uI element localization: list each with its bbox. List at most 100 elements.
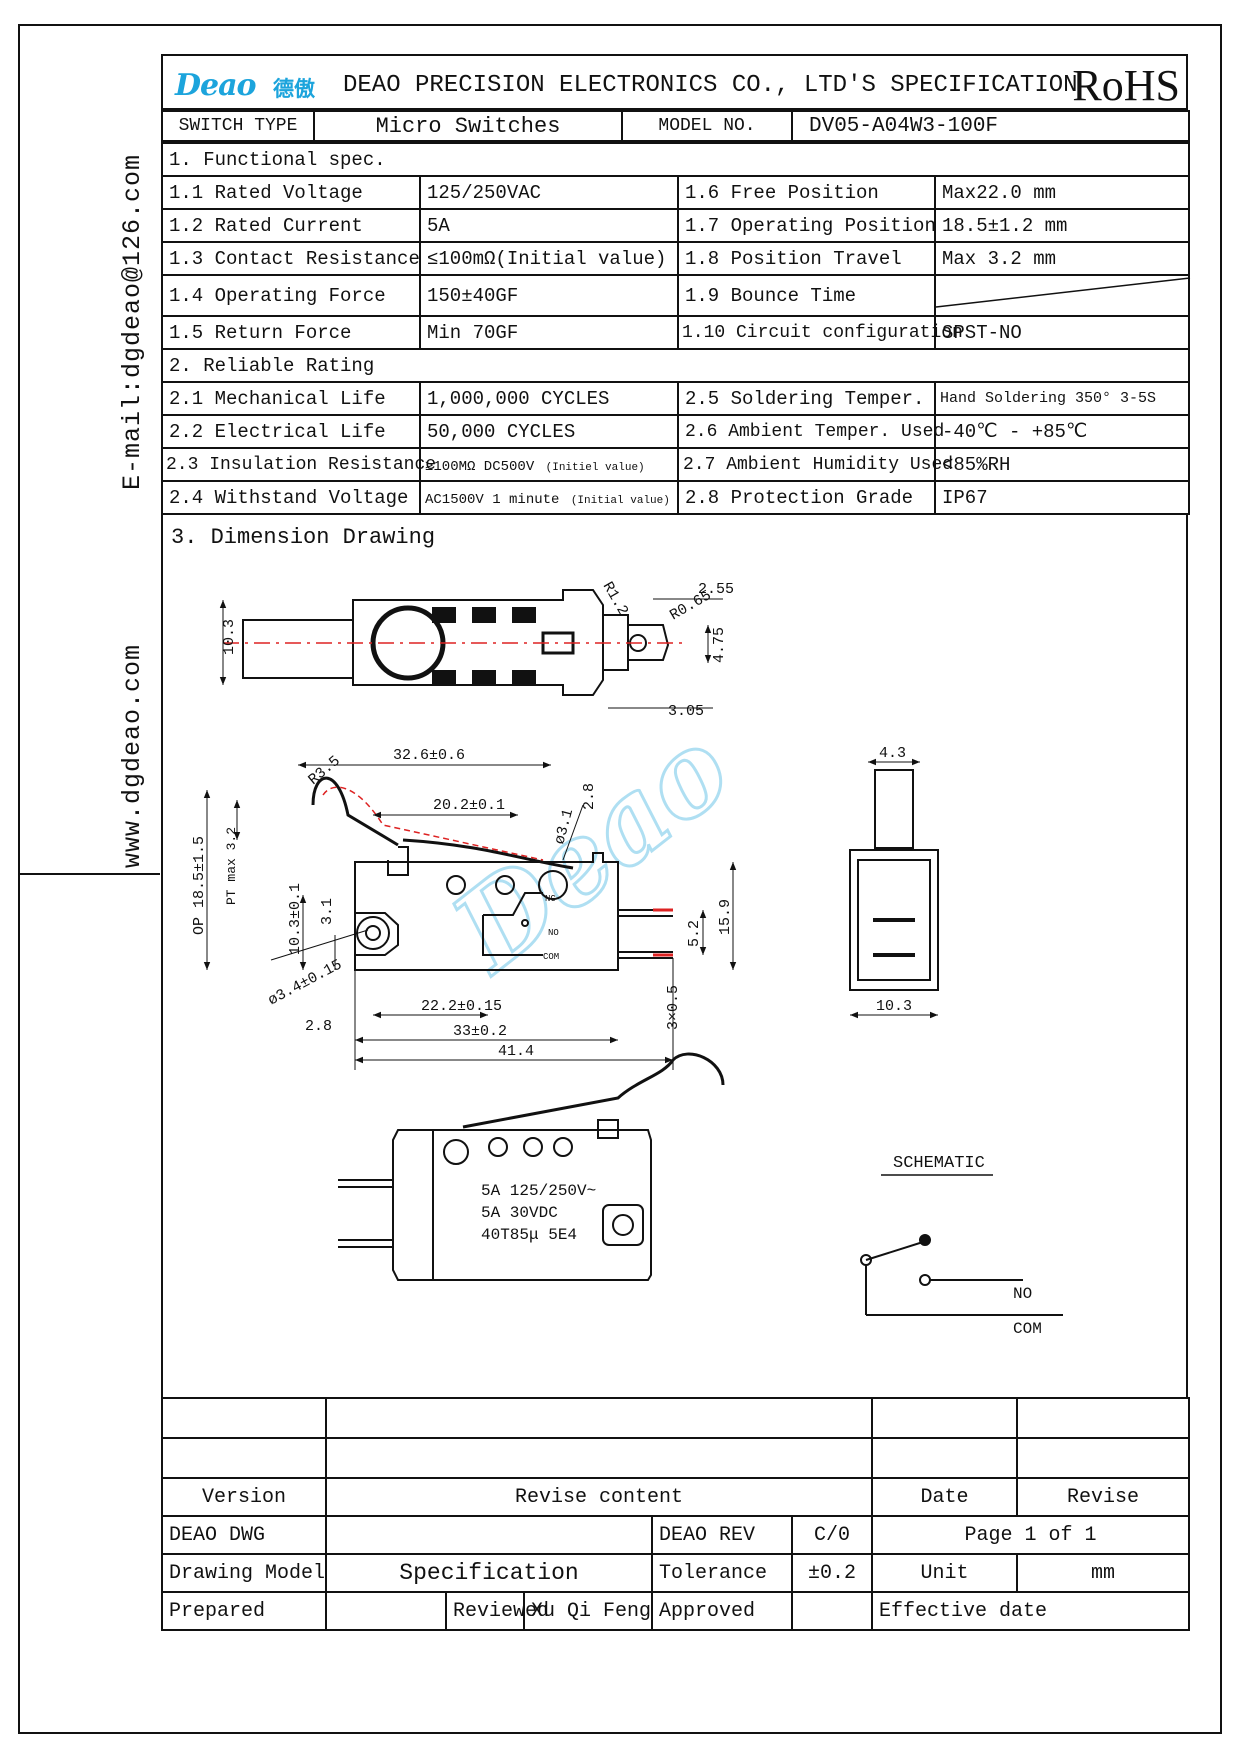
drawing-title: 3. Dimension Drawing bbox=[171, 525, 436, 550]
marking-line-1: 5A 125/250V~ bbox=[481, 1182, 596, 1200]
dim-op: OP 18.5±1.5 bbox=[191, 836, 208, 935]
reviewer-name: Xu Qi Feng bbox=[523, 1591, 653, 1631]
dim-top-width: 10.3 bbox=[221, 619, 238, 655]
sheet-header: Deao 德傲 DEAO PRECISION ELECTRONICS CO., … bbox=[161, 54, 1188, 110]
approved-label: Approved bbox=[651, 1591, 793, 1631]
schematic-symbol bbox=[860, 1234, 1063, 1316]
date-header: Date bbox=[871, 1477, 1019, 1517]
table-row: 1.3 Contact Resistance ≤100mΩ(Initial va… bbox=[161, 241, 1191, 276]
reviewed-label: Reviewed bbox=[445, 1591, 549, 1631]
top-view-outline bbox=[223, 589, 683, 696]
dim-103b: 10.3±0.1 bbox=[287, 883, 304, 955]
spec-label: 1.7 Operating Position bbox=[677, 208, 936, 243]
side-email: E-mail:dgdeao@126.com bbox=[118, 153, 147, 490]
dim-pt: PT max 3.2 bbox=[224, 827, 239, 905]
prepared-label: Prepared bbox=[161, 1591, 327, 1631]
spec-label: 2.8 Protection Grade bbox=[677, 480, 936, 515]
spec-label: 2.5 Soldering Temper. bbox=[677, 381, 936, 416]
top-dim-lines bbox=[219, 598, 723, 709]
spec-value: AC1500V 1 minute (Initial value) bbox=[419, 480, 679, 515]
schematic-no: NO bbox=[1013, 1285, 1032, 1303]
revision-table: Version Revise content Date Revise DEAO … bbox=[161, 1397, 1191, 1631]
unit-label: Unit bbox=[871, 1553, 1019, 1593]
spec-value: Max 3.2 mm bbox=[933, 241, 1191, 276]
spec-label: 1.2 Rated Current bbox=[161, 208, 421, 243]
terminal-com-label: COM bbox=[543, 952, 559, 962]
spec-value: ≤100mΩ(Initial value) bbox=[419, 241, 679, 276]
revise-header: Revise bbox=[1016, 1477, 1191, 1517]
spec-sheet: Deao 德傲 DEAO PRECISION ELECTRONICS CO., … bbox=[160, 54, 1191, 1631]
spec-label: 2.7 Ambient Humidity Used bbox=[677, 447, 953, 482]
side-view-outline bbox=[311, 776, 673, 971]
schematic-com: COM bbox=[1013, 1320, 1042, 1338]
terminal-nc-label: NC bbox=[545, 894, 556, 904]
spec-value: <85%RH bbox=[933, 447, 1191, 482]
switch-type-label: SWITCH TYPE bbox=[161, 110, 315, 142]
dim-28a: 2.8 bbox=[581, 783, 598, 810]
dim-top-r065: R0.65 bbox=[667, 587, 714, 624]
rev-value: C/0 bbox=[790, 1515, 874, 1555]
side-dim-lines bbox=[203, 761, 737, 1070]
table-row: 1.2 Rated Current 5A 1.7 Operating Posit… bbox=[161, 208, 1191, 243]
bounce-time-empty bbox=[933, 274, 1191, 317]
iso-view-outline bbox=[338, 1052, 725, 1281]
rev-label: DEAO REV bbox=[651, 1515, 793, 1555]
model-value: DV05-A04W3-100F bbox=[791, 110, 1190, 142]
dim-326: 32.6±0.6 bbox=[393, 747, 465, 764]
dim-103c: 10.3 bbox=[876, 998, 912, 1015]
dim-top-305: 3.05 bbox=[668, 703, 704, 720]
drawing-canvas: Deao 10.3 2.55 R1.2 R bbox=[191, 579, 1063, 1338]
dim-top-255: 2.55 bbox=[698, 581, 734, 598]
insulation-value: ≥100MΩ DC500V bbox=[425, 458, 535, 475]
tolerance-label: Tolerance bbox=[651, 1553, 793, 1593]
rohs-mark: RoHS bbox=[1072, 61, 1180, 110]
page-frame bbox=[18, 24, 1222, 1734]
info-table: SWITCH TYPE Micro Switches MODEL NO. DV0… bbox=[161, 110, 1190, 142]
spec-label: 1.6 Free Position bbox=[677, 175, 936, 210]
dim-top-475: 4.75 bbox=[711, 627, 728, 663]
spec-value: 50,000 CYCLES bbox=[419, 414, 679, 449]
deao-logo-cn: 德傲 bbox=[273, 77, 315, 101]
dwg-label: DEAO DWG bbox=[161, 1515, 327, 1555]
spec-label: 1.8 Position Travel bbox=[677, 241, 936, 276]
dim-202: 20.2±0.1 bbox=[433, 797, 505, 814]
dimension-drawing: 3. Dimension Drawing Deao bbox=[161, 515, 1188, 1397]
terminal-no-label: NO bbox=[548, 928, 559, 938]
spec-label: 1.5 Return Force bbox=[161, 315, 421, 350]
table-row: 1.5 Return Force Min 70GF 1.10 Circuit c… bbox=[161, 315, 1191, 350]
spec-value: 5A bbox=[419, 208, 679, 243]
dim-31b: 3.1 bbox=[319, 898, 336, 925]
dim-d34: ø3.4±0.15 bbox=[265, 956, 345, 1009]
company-title: DEAO PRECISION ELECTRONICS CO., LTD'S SP… bbox=[343, 72, 1078, 99]
functional-spec-table: 1. Functional spec. 1.1 Rated Voltage 12… bbox=[160, 142, 1191, 515]
tolerance-value: ±0.2 bbox=[790, 1553, 874, 1593]
table-row: 1.1 Rated Voltage 125/250VAC 1.6 Free Po… bbox=[161, 175, 1191, 210]
dim-33: 33±0.2 bbox=[453, 1023, 507, 1040]
schematic-title: SCHEMATIC bbox=[893, 1154, 985, 1173]
functional-title: 1. Functional spec. bbox=[160, 142, 1191, 177]
marking-line-2: 5A 30VDC bbox=[481, 1204, 558, 1222]
spec-label: 2.2 Electrical Life bbox=[161, 414, 421, 449]
dim-28b: 2.8 bbox=[305, 1018, 332, 1035]
end-view-outline bbox=[849, 758, 939, 1019]
table-row: 2.4 Withstand Voltage AC1500V 1 minute (… bbox=[161, 480, 1191, 515]
spec-value: Max22.0 mm bbox=[933, 175, 1191, 210]
spec-value: 1,000,000 CYCLES bbox=[419, 381, 679, 416]
effective-date-label: Effective date bbox=[871, 1591, 1191, 1631]
deao-watermark: Deao bbox=[426, 701, 755, 998]
dim-414: 41.4 bbox=[498, 1043, 534, 1060]
switch-type-value: Micro Switches bbox=[313, 110, 623, 142]
withstand-value: AC1500V 1 minute bbox=[425, 491, 560, 508]
drawing-model-label: Drawing Model bbox=[161, 1553, 327, 1593]
version-header: Version bbox=[161, 1477, 327, 1517]
dim-r35: R3.5 bbox=[305, 753, 344, 789]
deao-logo: Deao bbox=[175, 68, 257, 103]
dim-43: 4.3 bbox=[879, 745, 906, 762]
insulation-note: (Initiel value) bbox=[545, 461, 645, 474]
model-label: MODEL NO. bbox=[621, 110, 793, 142]
dim-222: 22.2±0.15 bbox=[421, 998, 502, 1015]
spec-value: ≥100MΩ DC500V (Initiel value) bbox=[419, 447, 679, 482]
dim-52: 5.2 bbox=[686, 920, 703, 947]
spec-value: 125/250VAC bbox=[419, 175, 679, 210]
spec-label: 1.1 Rated Voltage bbox=[161, 175, 421, 210]
